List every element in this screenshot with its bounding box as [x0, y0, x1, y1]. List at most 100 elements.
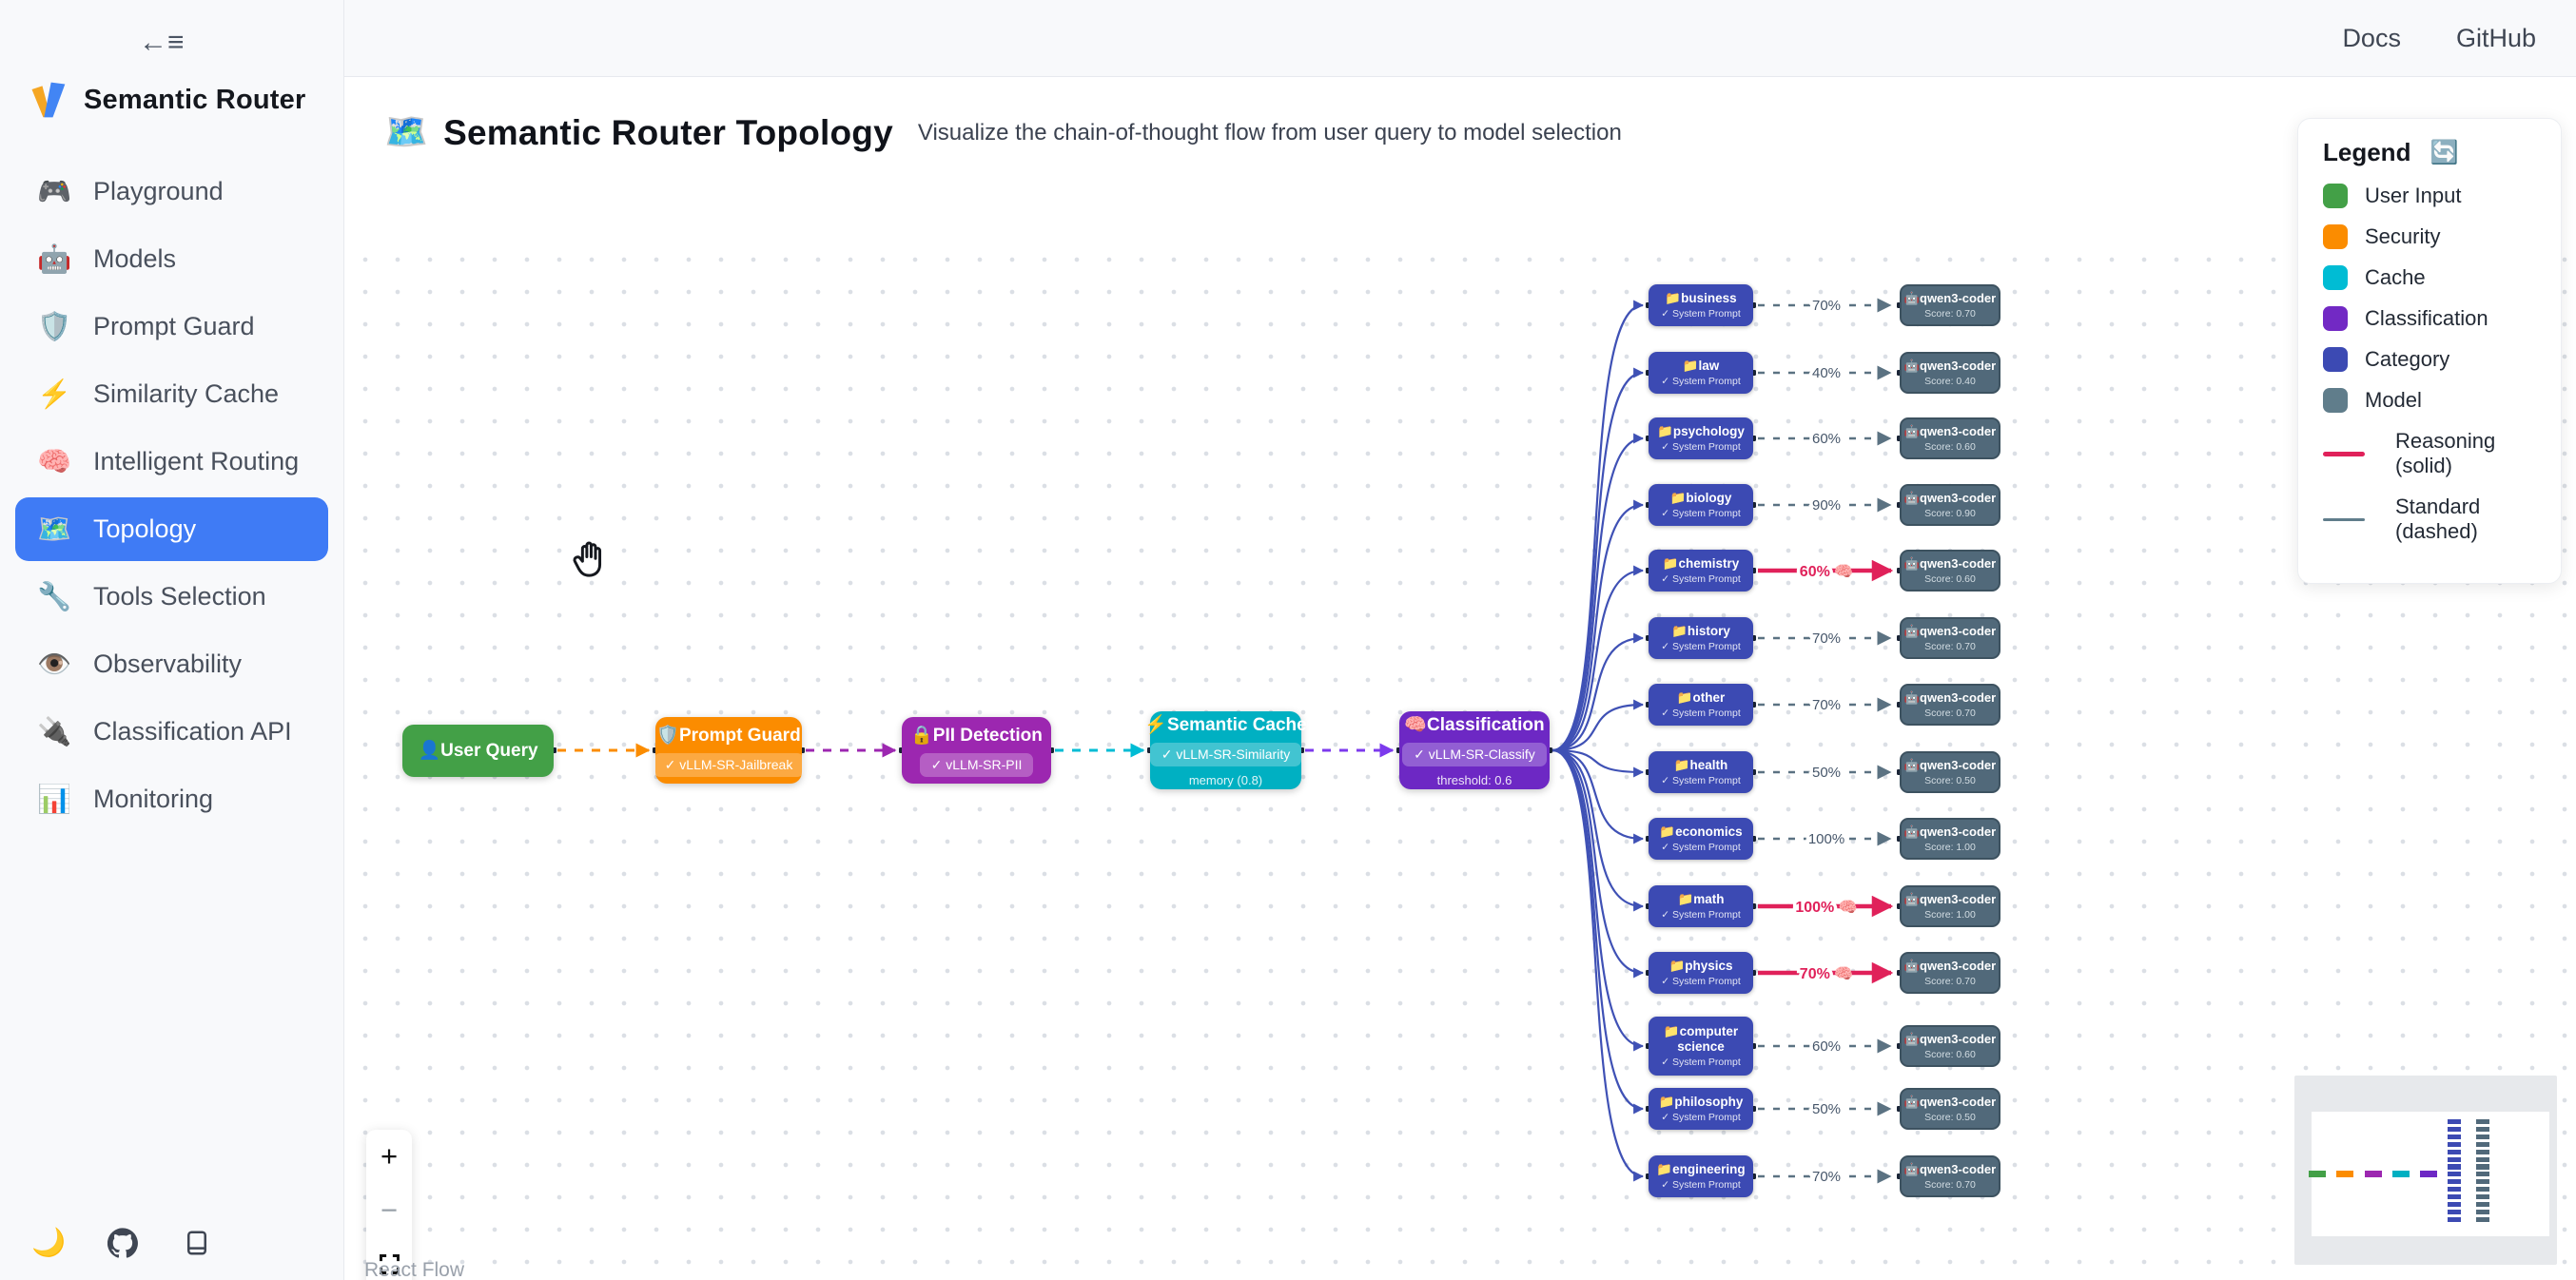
sidebar-item-models[interactable]: 🤖Models — [0, 225, 343, 293]
category-system-prompt: ✓ System Prompt — [1661, 376, 1741, 388]
model-score: Score: 1.00 — [1924, 842, 1976, 853]
category-node-chemistry[interactable]: 📁chemistry✓ System Prompt — [1649, 550, 1753, 592]
node-prompt-guard[interactable]: 🛡️Prompt Guard✓ vLLM-SR-Jailbreak — [653, 717, 805, 784]
legend-item: Cache — [2323, 265, 2536, 290]
topology-icon: 🗺️ — [36, 514, 72, 545]
model-score: Score: 0.70 — [1924, 976, 1976, 987]
category-title: 📁math — [1677, 891, 1725, 906]
model-score: Score: 0.50 — [1924, 775, 1976, 786]
node-model-badge: ✓ vLLM-SR-Classify — [1402, 743, 1547, 766]
minimap-node — [2476, 1179, 2489, 1185]
sidebar-item-observability[interactable]: 👁️Observability — [0, 630, 343, 698]
minimap-node — [2309, 1171, 2326, 1177]
model-score: Score: 1.00 — [1924, 909, 1976, 921]
theme-toggle-icon[interactable]: 🌙 — [30, 1228, 67, 1258]
sidebar-item-playground[interactable]: 🎮Playground — [0, 158, 343, 225]
category-title: 📁engineering — [1656, 1161, 1746, 1176]
model-title: 🤖qwen3-coder — [1903, 291, 1997, 305]
model-title: 🤖qwen3-coder — [1903, 424, 1997, 438]
sidebar-item-classification-api[interactable]: 🔌Classification API — [0, 698, 343, 766]
sidebar-item-tools-selection[interactable]: 🔧Tools Selection — [0, 563, 343, 630]
models-icon: 🤖 — [36, 243, 72, 275]
node-title: 👤User Query — [418, 741, 538, 761]
brand-logo-icon — [31, 82, 66, 118]
model-score: Score: 0.60 — [1924, 1049, 1976, 1060]
category-node-physics[interactable]: 📁physics✓ System Prompt — [1649, 952, 1753, 994]
category-node-computer-science[interactable]: 📁computer science✓ System Prompt — [1649, 1017, 1753, 1076]
sidebar-item-prompt-guard[interactable]: 🛡️Prompt Guard — [0, 293, 343, 360]
minimap-node — [2476, 1134, 2489, 1139]
sidebar-item-label: Monitoring — [93, 785, 214, 813]
page-subtitle: Visualize the chain-of-thought flow from… — [917, 119, 1622, 145]
docs-book-icon[interactable] — [181, 1227, 213, 1259]
category-node-economics[interactable]: 📁economics✓ System Prompt — [1649, 818, 1753, 860]
category-node-engineering[interactable]: 📁engineering✓ System Prompt — [1649, 1155, 1753, 1197]
sidebar-footer: 🌙 — [30, 1227, 213, 1259]
github-icon[interactable] — [107, 1227, 139, 1259]
minimap-node — [2448, 1156, 2461, 1162]
page-header: 🗺️ Semantic Router Topology Visualize th… — [384, 112, 1622, 153]
fit-view-icon — [379, 1253, 400, 1274]
sidebar: ←≡ Semantic Router 🎮Playground🤖Models🛡️P… — [0, 0, 344, 1280]
sidebar-item-topology[interactable]: 🗺️Topology — [15, 497, 328, 561]
category-title: 📁biology — [1669, 490, 1732, 505]
sidebar-item-monitoring[interactable]: 📊Monitoring — [0, 766, 343, 833]
legend-line-swatch — [2323, 517, 2365, 521]
node-subtext: memory (0.8) — [1188, 773, 1263, 787]
category-node-history[interactable]: 📁history✓ System Prompt — [1649, 617, 1753, 659]
minimap[interactable] — [2294, 1076, 2557, 1265]
github-link[interactable]: GitHub — [2455, 23, 2536, 52]
node-subtext: threshold: 0.6 — [1436, 773, 1512, 787]
category-title: 📁psychology — [1657, 423, 1745, 438]
minimap-node — [2476, 1209, 2489, 1214]
minimap-node — [2476, 1126, 2489, 1133]
zoom-in-button[interactable]: + — [380, 1138, 399, 1173]
fit-view-button[interactable] — [375, 1250, 403, 1278]
model-title: 🤖qwen3-coder — [1903, 892, 1997, 906]
category-node-other[interactable]: 📁other✓ System Prompt — [1649, 684, 1753, 726]
react-flow-attribution[interactable]: React Flow — [364, 1259, 465, 1280]
model-score: Score: 0.40 — [1924, 376, 1976, 387]
flow-controls: + − — [366, 1130, 412, 1280]
legend-line-item: Standard (dashed) — [2323, 495, 2536, 544]
similarity-cache-icon: ⚡ — [36, 378, 72, 410]
category-node-philosophy[interactable]: 📁philosophy✓ System Prompt — [1649, 1088, 1753, 1130]
sidebar-item-similarity-cache[interactable]: ⚡Similarity Cache — [0, 360, 343, 428]
node-user-query[interactable]: 👤User Query — [402, 724, 554, 777]
zoom-out-button[interactable]: − — [380, 1193, 399, 1227]
category-node-biology[interactable]: 📁biology✓ System Prompt — [1649, 484, 1753, 526]
node-pii-detection[interactable]: 🔒PII Detection✓ vLLM-SR-PII — [902, 717, 1051, 784]
category-system-prompt: ✓ System Prompt — [1661, 1057, 1741, 1069]
category-node-business[interactable]: 📁business✓ System Prompt — [1649, 284, 1753, 326]
legend-item-label: Security — [2365, 224, 2441, 248]
category-system-prompt: ✓ System Prompt — [1661, 775, 1741, 787]
category-node-psychology[interactable]: 📁psychology✓ System Prompt — [1649, 417, 1753, 459]
model-score: Score: 0.70 — [1924, 641, 1976, 652]
collapse-sidebar-icon[interactable]: ←≡ — [139, 27, 185, 58]
legend-color-chip — [2323, 388, 2348, 413]
docs-link[interactable]: Docs — [2342, 23, 2401, 52]
category-node-health[interactable]: 📁health✓ System Prompt — [1649, 751, 1753, 793]
minimap-node — [2476, 1187, 2489, 1193]
minimap-node — [2448, 1126, 2461, 1133]
category-node-math[interactable]: 📁math✓ System Prompt — [1649, 885, 1753, 927]
category-node-law[interactable]: 📁law✓ System Prompt — [1649, 352, 1753, 394]
sidebar-item-intelligent-routing[interactable]: 🧠Intelligent Routing — [0, 428, 343, 495]
